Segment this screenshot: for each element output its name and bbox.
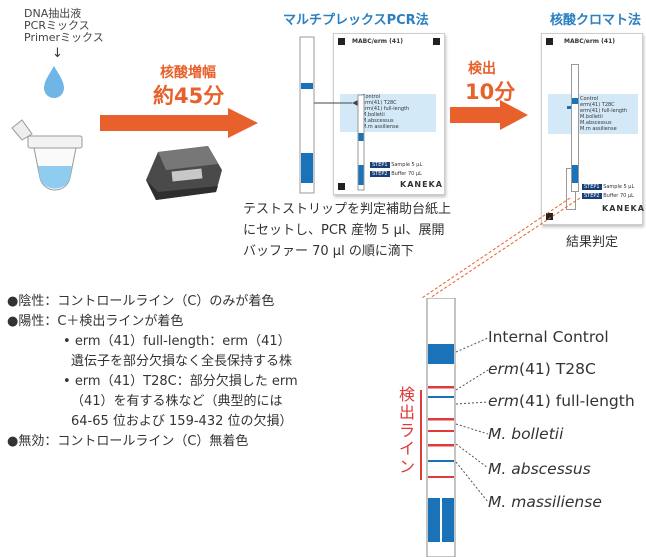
leader-lines [455,337,489,503]
test-strip-pcr [299,36,365,194]
zoom-lines [421,197,581,299]
test-card-chromato: MABC/erm (41) Control erm(41) T28C erm(4… [541,33,644,225]
step1-time: 約45分 [153,84,225,108]
label-erm-t28c: erm(41) T28C [488,360,596,378]
test-strip-zoom [426,298,456,557]
label-internal-control: Internal Control [488,328,609,346]
method2-title: 核酸クロマト法 [550,13,642,28]
strip-on-card2 [571,64,579,192]
bullet-negative: ●陰性：コントロールライン（C）のみが着色 [7,294,275,309]
label-m-abscessus: M. abscessus [488,460,591,478]
detection-line-label: 検 出 ラ イ ン [398,385,415,476]
detection-bracket [420,390,422,480]
reagent-dna: DNA抽出液 [24,7,82,20]
label-m-bolletii: M. bolletii [488,425,564,443]
reagent-list: DNA抽出液 PCRミックス Primerミックス [24,8,104,44]
tube-icon [11,66,83,191]
result-label: 結果判定 [566,235,619,250]
card-items: Control erm(41) T28C erm(41) full-length… [362,94,410,130]
arrow-right-icon-2 [450,100,528,130]
arrow-right-icon [100,108,258,138]
bullet-invalid: ●無効：コントロールライン（C）無着色 [7,434,249,449]
procedure-caption: テストストリップを判定補助台紙上 にセットし、PCR 産物 5 μl、展開 バッ… [243,202,452,259]
label-erm-full-length: erm(41) full-length [488,392,635,410]
drop-icon [44,66,64,98]
reagent-primer: Primerミックス [24,31,104,44]
down-arrow-icon: ↓ [52,46,63,61]
step2-label: 検出 [468,61,496,77]
reagent-pcr: PCRミックス [24,19,90,32]
thermal-cycler-icon [146,146,222,200]
brand-logo: KANEKA [400,180,443,189]
card-title: MABC/erm (41) [352,38,403,45]
step2-time: 10分 [465,80,516,104]
label-m-massiliense: M. massiliense [488,493,602,511]
bullet-positive: ●陽性：C＋検出ラインが着色 [7,314,184,329]
step1-label: 核酸増幅 [160,65,216,81]
result-legend: ●陰性：コントロールライン（C）のみが着色 ●陽性：C＋検出ラインが着色 • e… [7,292,298,452]
method1-title: マルチプレックスPCR法 [283,13,429,28]
test-card-pcr: MABC/erm (41) Control erm(41) T28C erm(4… [333,33,445,195]
